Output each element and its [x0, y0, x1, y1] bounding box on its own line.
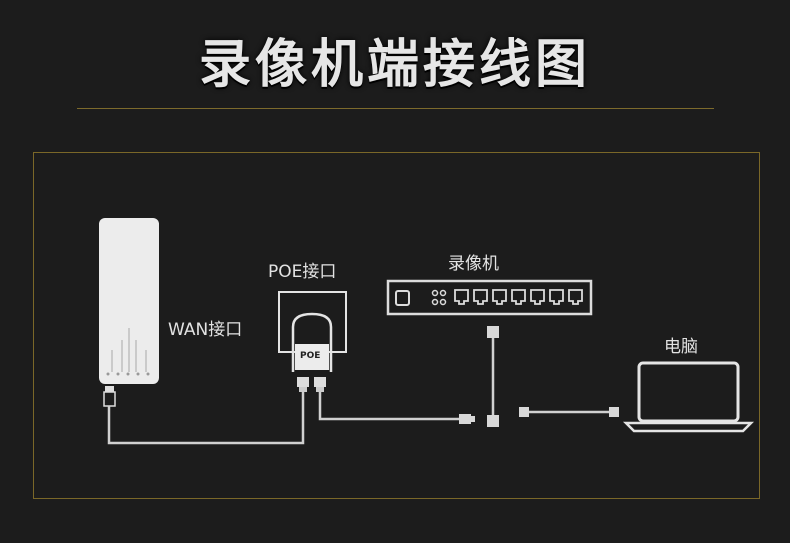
diagram-frame	[33, 152, 760, 499]
wan-connector	[103, 386, 116, 407]
pc-label: 电脑	[664, 337, 698, 357]
laptop-icon	[622, 361, 755, 433]
poe-socket	[278, 291, 347, 372]
nvr-label: 录像机	[448, 254, 499, 274]
title-divider	[77, 108, 714, 109]
poe-badge: POE	[300, 351, 321, 361]
poe-connectors	[297, 377, 326, 392]
wan-port-label: WAN接口	[168, 320, 243, 340]
nvr-device	[386, 279, 593, 316]
page-title: 录像机端接线图	[198, 35, 591, 95]
cables	[107, 338, 609, 445]
rj45-plugs	[459, 326, 619, 427]
poe-port-label: POE接口	[268, 262, 337, 282]
wireless-bridge-device	[99, 218, 159, 384]
